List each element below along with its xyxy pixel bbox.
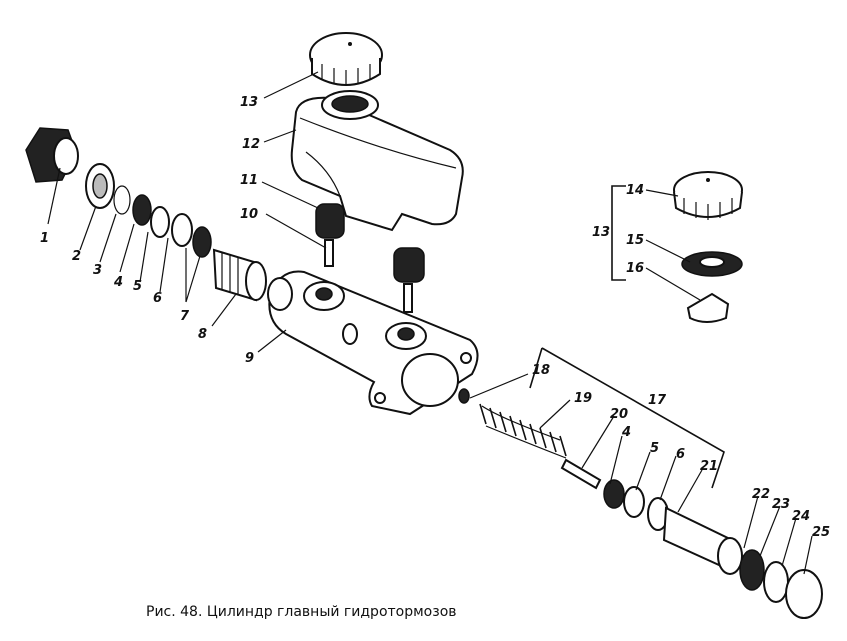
label-part-8: 8 [198,327,207,342]
label-part-25: 25 [812,525,830,540]
spring [479,403,567,459]
label-part-21: 21 [700,459,718,474]
label-part-11: 11 [240,173,258,188]
label-part-24: 24 [792,509,810,524]
reservoir [290,90,464,232]
label-part-4-right: 4 [621,425,631,440]
label-part-13: 13 [240,95,258,110]
label-part-1: 1 [40,231,49,246]
label-part-16: 16 [626,261,644,276]
valve-left [315,203,345,267]
label-part-18: 18 [532,363,550,378]
label-part-13-inset: 13 [592,225,610,240]
cylinder-body [267,270,479,416]
label-part-20: 20 [610,407,628,422]
label-part-7: 7 [180,309,190,324]
label-part-4: 4 [113,275,123,290]
left-plug-assembly [25,127,212,258]
inset-cap-parts [611,171,743,323]
label-part-9: 9 [245,351,254,366]
label-part-14: 14 [626,183,644,198]
leader-lines [47,71,813,575]
label-part-22: 22 [752,487,770,502]
label-part-19: 19 [574,391,592,406]
label-part-23: 23 [772,497,790,512]
figure-caption: Рис. 48. Цилиндр главный гидротормозов [146,604,457,620]
group-17-bracket [529,347,725,489]
label-part-2: 2 [72,249,81,264]
label-part-5-right: 5 [650,441,659,456]
label-part-12: 12 [242,137,260,152]
label-part-10: 10 [240,207,258,222]
primary-piston [212,248,267,302]
label-part-6-right: 6 [676,447,685,462]
label-part-15: 15 [626,233,644,248]
reservoir-cap [309,32,383,86]
label-part-3: 3 [93,263,102,278]
label-part-6: 6 [153,291,162,306]
label-part-17: 17 [648,393,667,408]
right-seal-set [603,479,734,572]
pushrod [560,458,602,490]
valve-right [393,247,425,313]
right-end-parts [717,537,823,619]
label-part-5: 5 [133,279,142,294]
